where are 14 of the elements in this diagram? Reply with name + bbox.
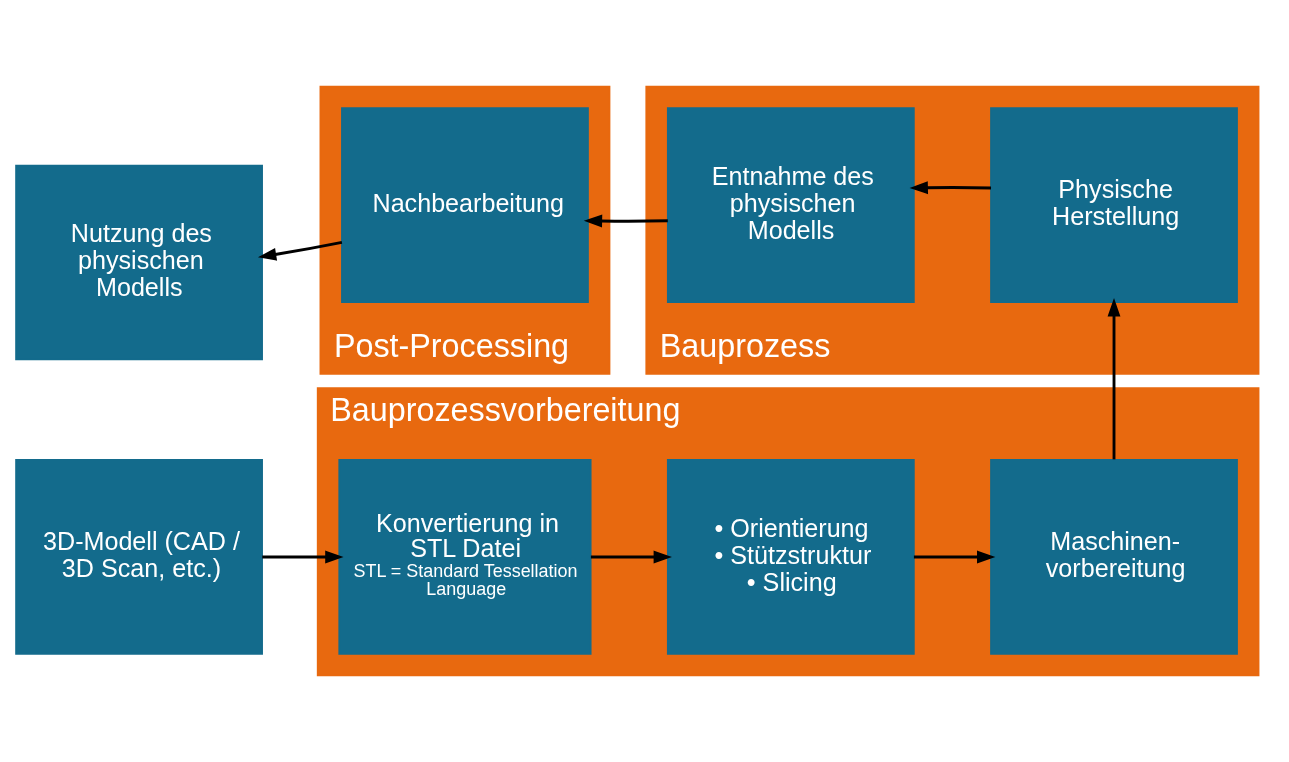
node-box: 3D-Modell (CAD / 3D Scan, etc.) — [15, 459, 263, 655]
node-box: Konvertierung in STL Datei STL = Standard Tessellation Language — [338, 459, 592, 655]
node-box: Nutzung des physischen Modells — [15, 164, 263, 361]
arrow — [913, 550, 996, 564]
arrow — [590, 550, 672, 564]
node-box: Maschinen- vorbereitung — [990, 459, 1238, 655]
arrow — [1107, 298, 1121, 460]
arrow — [262, 550, 344, 564]
node-box: Nachbearbeitung — [341, 107, 589, 303]
node-box: Physische Herstellung — [990, 107, 1238, 303]
arrow — [583, 214, 668, 228]
arrow — [909, 181, 992, 195]
node-box: • Orientierung • Stützstruktur • Slicing — [666, 459, 915, 655]
node-box: Entnahme des physischen Modells — [666, 107, 915, 303]
